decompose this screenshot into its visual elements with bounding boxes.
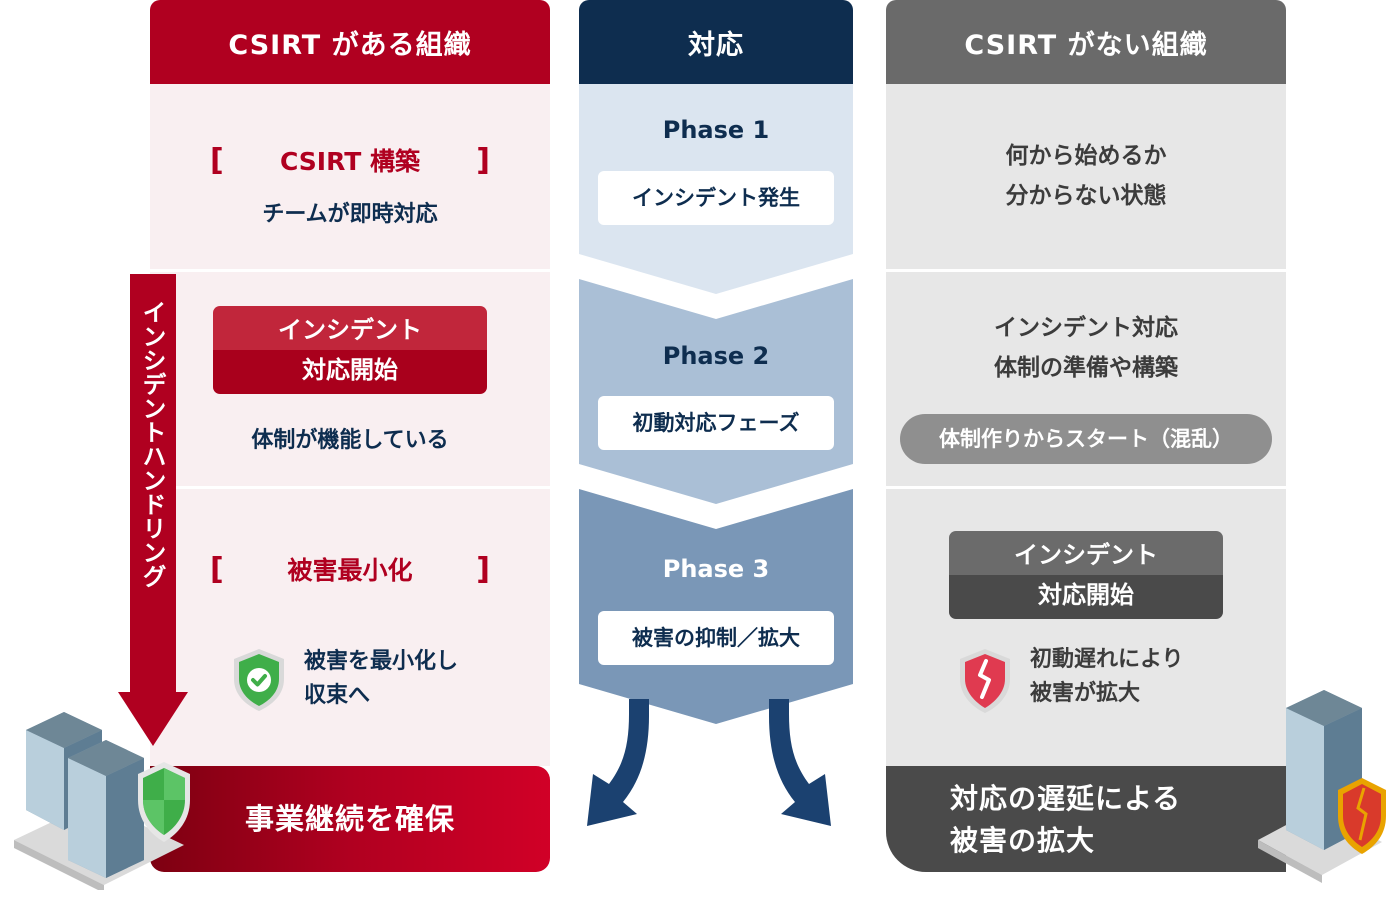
bracket-open: [ <box>210 551 224 587</box>
left-incident-start-box: インシデント 対応開始 <box>213 306 487 394</box>
left-box-bottom-text: 対応開始 <box>213 350 487 394</box>
right-row-1: 何から始めるか 分からない状態 <box>886 84 1286 269</box>
left-row1-desc: チームが即時対応 <box>262 202 438 227</box>
right-row2-line1: インシデント対応 <box>994 315 1178 341</box>
header-csirt-present: CSIRT がある組織 <box>150 0 550 84</box>
left-row3-title: [ 被害最小化 ] <box>210 551 490 587</box>
right-row3-desc-line2: 被害が拡大 <box>1030 681 1141 706</box>
right-box-bottom-text: 対応開始 <box>949 575 1223 619</box>
phase-flow-graphic <box>579 84 853 826</box>
right-row3-desc-line1: 初動遅れにより <box>1030 647 1184 672</box>
right-row3-desc: 初動遅れにより 被害が拡大 <box>1030 643 1184 711</box>
phase-2-label: Phase 2 <box>662 342 770 370</box>
bracket-close: ] <box>476 142 490 178</box>
header-csirt-absent: CSIRT がない組織 <box>886 0 1286 84</box>
header-response: 対応 <box>579 0 853 84</box>
shield-check-icon <box>230 647 288 713</box>
incident-handling-arrow <box>118 274 188 746</box>
right-row-2: インシデント対応 体制の準備や構築 体制作りからスタート（混乱） <box>886 272 1286 486</box>
phase-1-box: インシデント発生 <box>598 171 834 225</box>
bracket-close: ] <box>476 551 490 587</box>
left-row2-desc: 体制が機能している <box>251 428 449 453</box>
left-row3-desc: 被害を最小化し 収束へ <box>304 645 458 713</box>
phase-3-label: Phase 3 <box>662 555 770 583</box>
damage-banner-line1: 対応の遅延による <box>950 782 1182 815</box>
right-row2-line2: 体制の準備や構築 <box>994 355 1178 381</box>
left-row1-title-text: CSIRT 構築 <box>279 147 420 176</box>
phase-1-label: Phase 1 <box>662 116 770 144</box>
left-row3-title-text: 被害最小化 <box>287 556 413 585</box>
business-continuity-banner: 事業継続を確保 <box>150 766 550 872</box>
confusion-pill: 体制作りからスタート（混乱） <box>900 414 1272 464</box>
left-row-3: [ 被害最小化 ] 被害を最小化し 収束へ <box>150 489 550 766</box>
left-row-1: [ CSIRT 構築 ] チームが即時対応 <box>150 84 550 269</box>
incident-handling-label: インシデントハンドリング <box>138 300 166 588</box>
right-row1-line2: 分からない状態 <box>1005 183 1167 209</box>
phase-3-box: 被害の抑制／拡大 <box>598 611 834 665</box>
left-row-2: インシデント 対応開始 体制が機能している <box>150 272 550 486</box>
left-box-top-text: インシデント <box>213 306 487 350</box>
left-row3-desc-line1: 被害を最小化し <box>304 649 459 674</box>
damage-banner-line2: 被害の拡大 <box>950 824 1096 857</box>
right-row-3: インシデント 対応開始 初動遅れにより 被害が拡大 <box>886 489 1286 766</box>
building-shield-icon <box>14 712 190 890</box>
shield-broken-icon <box>956 647 1014 715</box>
damage-expansion-banner: 対応の遅延による 被害の拡大 <box>886 766 1286 872</box>
left-row1-title: [ CSIRT 構築 ] <box>210 142 490 178</box>
left-row3-desc-line2: 収束へ <box>304 683 371 708</box>
bracket-open: [ <box>210 142 224 178</box>
right-box-top-text: インシデント <box>949 531 1223 575</box>
right-row1-line1: 何から始めるか <box>1005 143 1167 169</box>
right-incident-start-box: インシデント 対応開始 <box>949 531 1223 619</box>
phase-2-box: 初動対応フェーズ <box>598 396 834 450</box>
building-broken-shield-icon <box>1258 690 1386 883</box>
